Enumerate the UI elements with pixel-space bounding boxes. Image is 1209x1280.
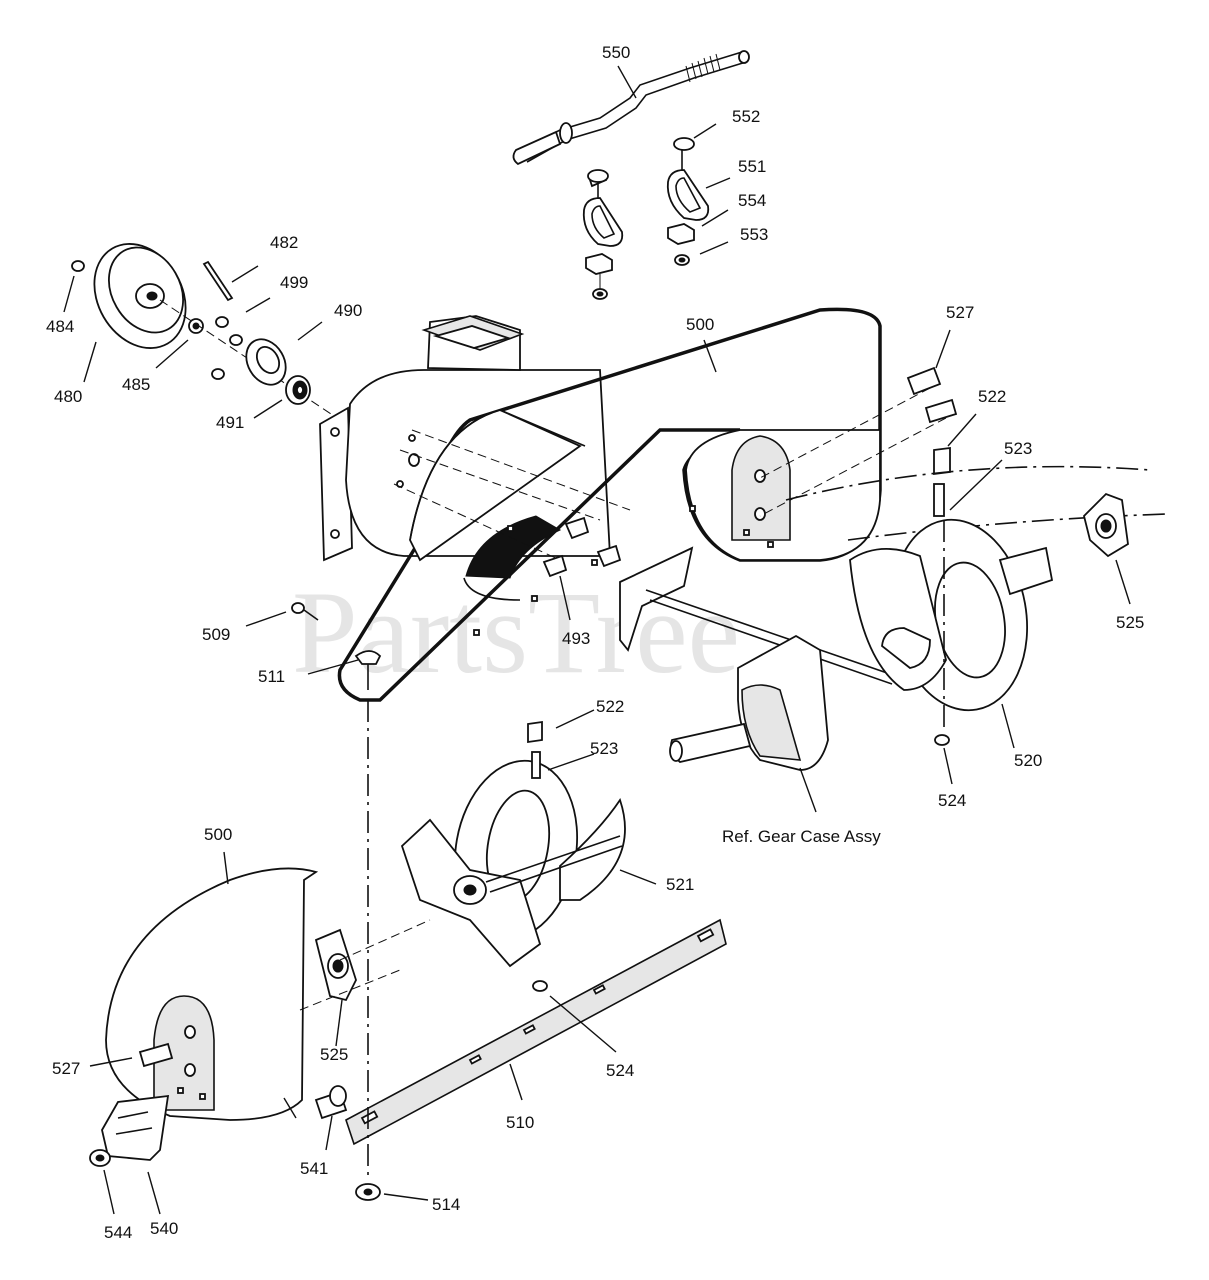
housing-bolts [291,516,622,690]
callout-520: 520 [1014,751,1042,770]
callout-524: 524 [938,791,966,810]
callout-490: 490 [334,301,362,320]
callout-510: 510 [506,1113,534,1132]
callout-550: 550 [602,43,630,62]
callout-500: 500 [686,315,714,334]
auger-left [400,720,626,992]
callout-491: 491 [216,413,244,432]
callout-527-lower: 527 [52,1059,80,1078]
callout-500-lower: 500 [204,825,232,844]
leader-lines [63,65,1131,1215]
callout-522: 522 [978,387,1006,406]
chute-bracket-left [582,169,624,300]
chute-crank-rod [512,50,750,166]
callout-484: 484 [46,317,74,336]
callout-522-lower: 522 [596,697,624,716]
housing-end-cap [105,867,431,1121]
callout-521: 521 [666,875,694,894]
callout-541: 541 [300,1159,328,1178]
callout-540: 540 [150,1219,178,1238]
callout-480: 480 [54,387,82,406]
auger-housing [319,307,882,702]
callout-525-lower: 525 [320,1045,348,1064]
callout-509: 509 [202,625,230,644]
skid-shoe [89,1085,381,1201]
pulley-assembly [71,243,341,421]
callout-552: 552 [732,107,760,126]
callout-514: 514 [432,1195,460,1214]
callout-544: 544 [104,1223,132,1242]
callout-511: 511 [258,667,285,686]
callout-499: 499 [280,273,308,292]
callout-523-lower: 523 [590,739,618,758]
auger-right [849,518,1054,746]
scraper-bar [345,700,727,1180]
callout-551: 551 [738,157,766,176]
callout-485: 485 [122,375,150,394]
callout-525: 525 [1116,613,1144,632]
callout-553: 553 [740,225,768,244]
callout-554: 554 [738,191,766,210]
callout-527: 527 [946,303,974,322]
callout-482: 482 [270,233,298,252]
callout-493: 493 [562,629,590,648]
gear-case [619,546,893,771]
right-side-hardware [759,366,1167,558]
callout-labels: 550 552 551 554 553 482 499 490 484 485 … [46,43,1144,1242]
callout-524-lower: 524 [606,1061,634,1080]
gear-case-reference-caption: Ref. Gear Case Assy [722,827,881,846]
callout-523: 523 [1004,439,1032,458]
chute-bracket-right [666,137,710,266]
